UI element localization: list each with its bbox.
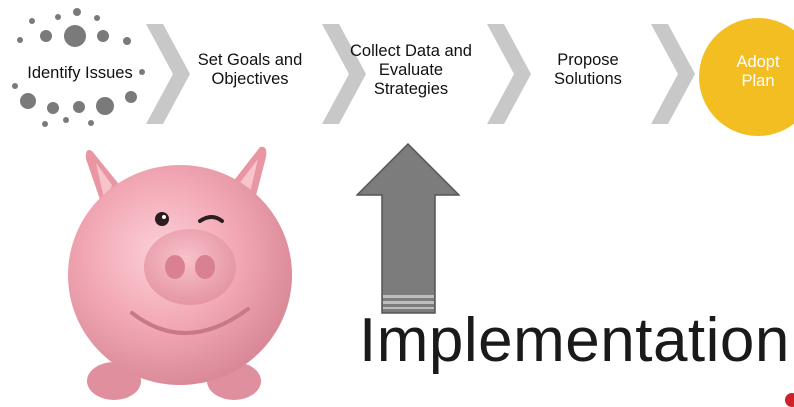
chevron-right-icon [322,24,366,124]
step-identify-issues: Identify Issues [27,64,133,82]
adopt-plan-circle [699,18,794,136]
step-collect-data: Collect Data and Evaluate Strategies [350,42,472,98]
step-propose-solutions: Propose Solutions [554,51,622,88]
chevron-right-icon [146,24,190,124]
corner-dot [785,393,794,407]
dots-ring-icon [12,8,145,127]
step-adopt-plan: Adopt Plan [736,53,780,90]
up-arrow-icon [356,143,460,314]
implementation-label: Implementation [359,306,790,375]
step-set-goals: Set Goals and Objectives [197,51,303,88]
chevron-right-icon [487,24,531,124]
piggy-bank-icon [68,146,292,400]
chevron-right-icon [651,24,695,124]
